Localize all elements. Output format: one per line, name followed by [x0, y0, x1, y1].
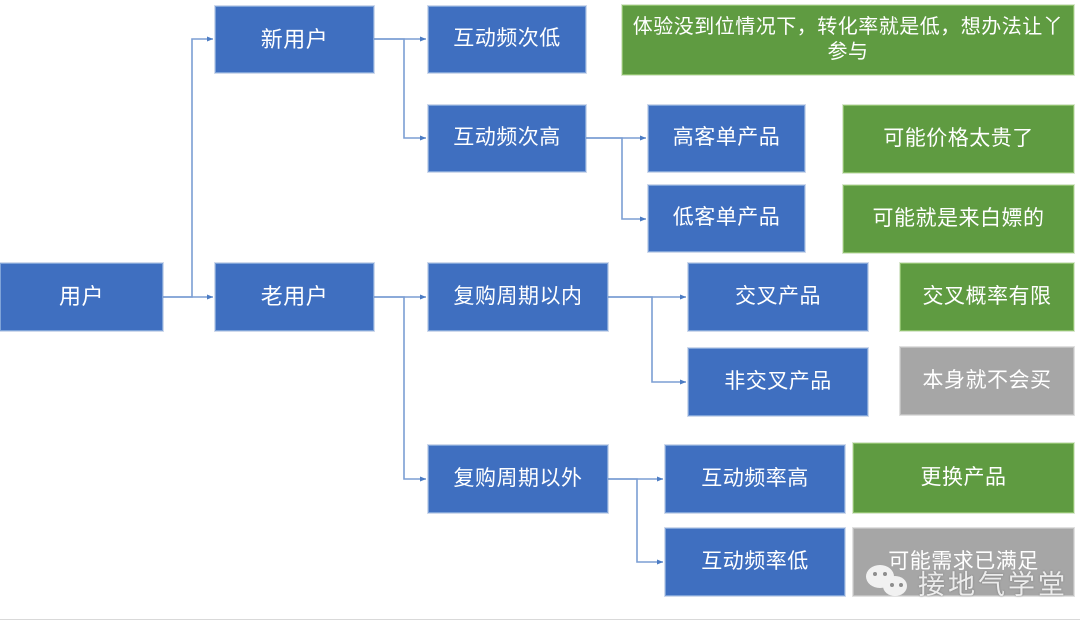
- node-note-never-buy[interactable]: 本身就不会买: [900, 347, 1074, 415]
- edge-root-to-new-user: [163, 36, 214, 298]
- node-label: 可能价格太贵了: [883, 126, 1034, 150]
- node-old-user[interactable]: 老用户: [215, 263, 374, 331]
- node-new-user[interactable]: 新用户: [215, 6, 374, 73]
- node-note-expensive[interactable]: 可能价格太贵了: [843, 105, 1074, 173]
- node-label: 本身就不会买: [922, 368, 1052, 392]
- node-label: 低客单产品: [672, 206, 781, 230]
- node-label: 更换产品: [920, 465, 1007, 489]
- edge-outside-cycle-to-low-freq-old: [608, 478, 664, 565]
- node-label: 高客单产品: [672, 126, 781, 150]
- node-label: 非交叉产品: [724, 369, 832, 393]
- edge-within-cycle-to-non-cross: [608, 296, 687, 385]
- node-label: 互动频次高: [453, 126, 561, 150]
- node-label: 互动频率低: [701, 549, 809, 573]
- node-label: 复购周期以外: [453, 466, 583, 490]
- node-low-freq-new[interactable]: 互动频次低: [428, 6, 586, 73]
- node-note-freeloader[interactable]: 可能就是来白嫖的: [843, 185, 1074, 253]
- node-within-cycle[interactable]: 复购周期以内: [428, 263, 608, 331]
- node-outside-cycle[interactable]: 复购周期以外: [428, 445, 608, 513]
- node-label: 复购周期以内: [453, 284, 583, 308]
- node-note-experience[interactable]: 体验没到位情况下，转化率就是低，想办法让丫参与: [622, 5, 1074, 75]
- node-label: 互动频率高: [701, 466, 809, 490]
- node-label: 交叉概率有限: [922, 284, 1052, 308]
- node-cross-product[interactable]: 交叉产品: [688, 263, 868, 331]
- node-high-price[interactable]: 高客单产品: [648, 105, 805, 172]
- node-label: 可能就是来白嫖的: [872, 206, 1045, 230]
- node-low-price[interactable]: 低客单产品: [648, 185, 805, 252]
- bottom-divider: [0, 619, 1080, 620]
- node-label: 交叉产品: [735, 284, 821, 308]
- node-root[interactable]: 用户: [0, 263, 163, 331]
- node-label: 老用户: [260, 284, 329, 310]
- edge-old-user-to-outside-cycle: [374, 296, 427, 482]
- edge-high-freq-to-low-price: [586, 137, 647, 222]
- node-label: 可能需求已满足: [888, 549, 1039, 573]
- edge-new-user-to-high-freq: [374, 38, 427, 141]
- node-label: 新用户: [260, 26, 329, 52]
- node-note-replace[interactable]: 更换产品: [853, 443, 1074, 513]
- node-label: 体验没到位情况下，转化率就是低，想办法让丫参与: [632, 16, 1064, 63]
- node-low-freq-old[interactable]: 互动频率低: [665, 528, 845, 596]
- node-high-freq-new[interactable]: 互动频次高: [428, 105, 586, 172]
- node-high-freq-old[interactable]: 互动频率高: [665, 445, 845, 513]
- node-label: 用户: [58, 284, 104, 310]
- node-note-satisfied[interactable]: 可能需求已满足: [853, 528, 1074, 596]
- node-note-cross-rate[interactable]: 交叉概率有限: [900, 263, 1074, 331]
- node-non-cross[interactable]: 非交叉产品: [688, 348, 868, 416]
- node-label: 互动频次低: [453, 27, 561, 51]
